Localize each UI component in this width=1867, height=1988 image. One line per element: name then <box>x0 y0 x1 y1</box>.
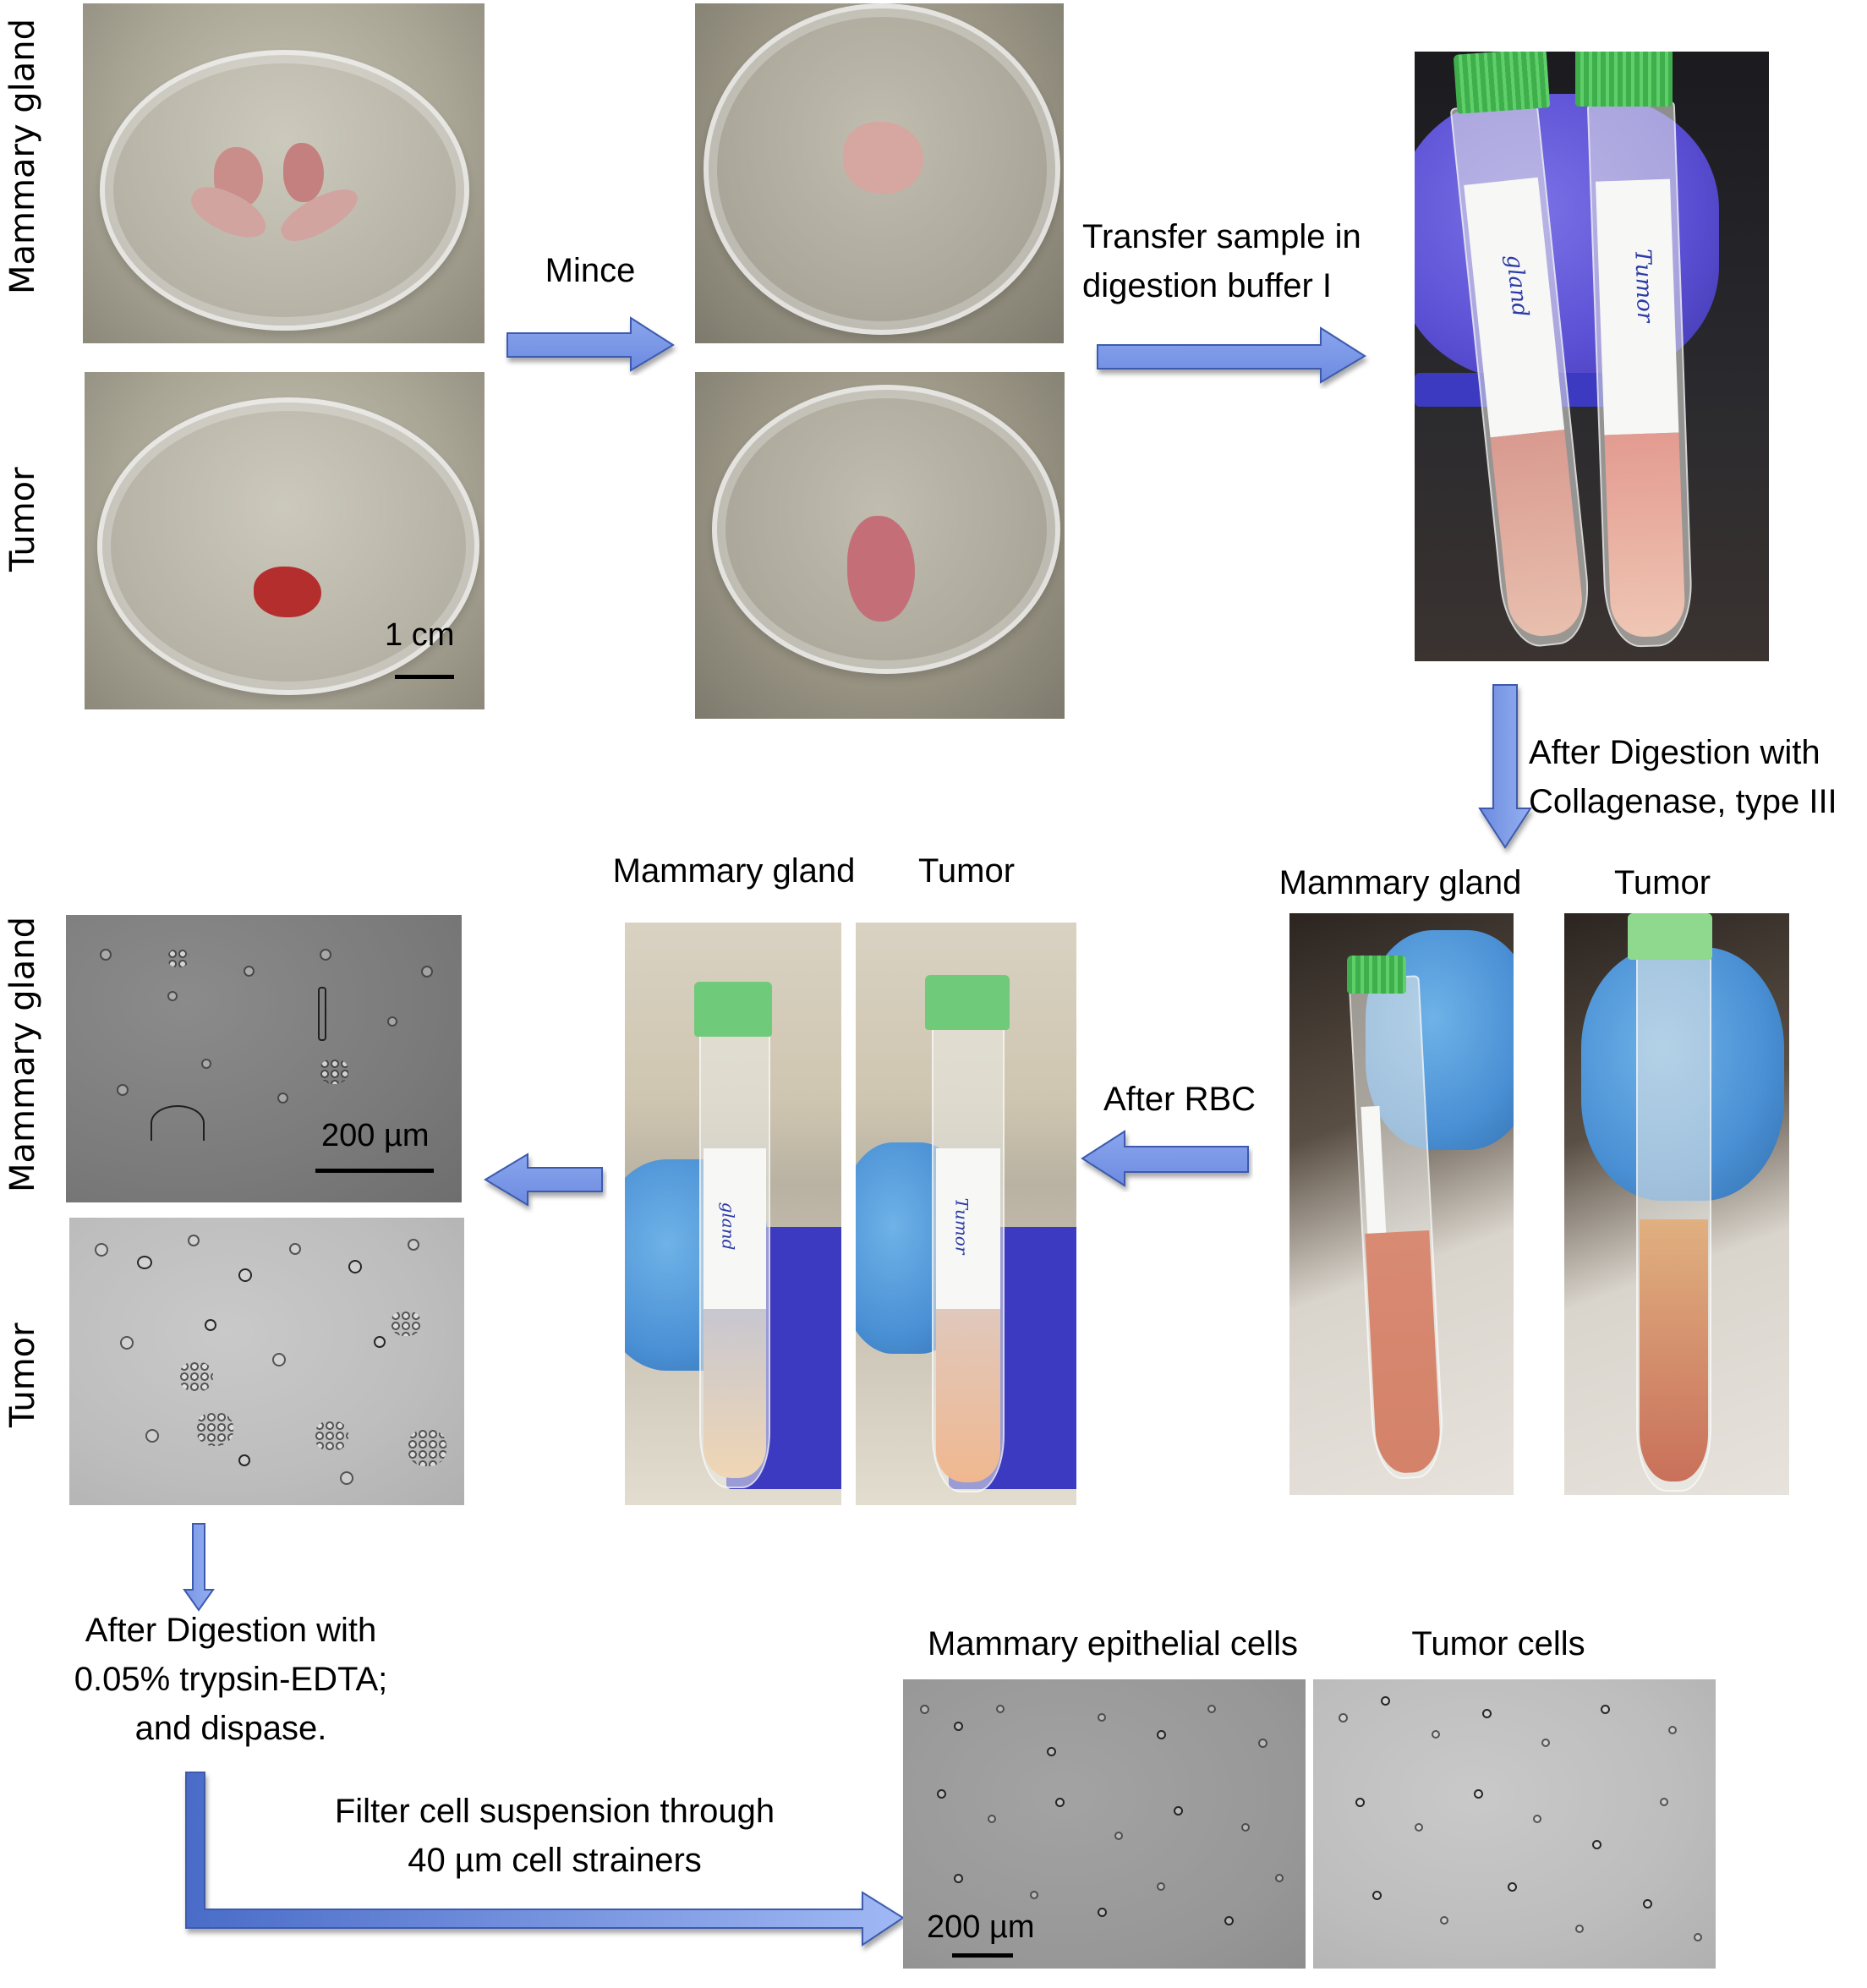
row-label-mammary-gland: Mammary gland <box>3 18 42 294</box>
tube-handwriting: Tumor <box>1629 248 1658 323</box>
step-label-transfer-2: digestion buffer I <box>1082 267 1333 304</box>
step-label-trypsin-2: 0.05% trypsin-EDTA; <box>74 1661 388 1698</box>
elbow-arrow-icon <box>185 1772 905 1947</box>
row-label-micro-mammary-gland: Mammary gland <box>3 916 42 1192</box>
micrograph-tumor-cells <box>1313 1679 1716 1969</box>
scale-bar <box>952 1953 1013 1958</box>
petri-dish <box>100 50 469 331</box>
panel-label-digest-tumor: Tumor <box>1613 864 1711 901</box>
step-label-collagenase: After Digestion with <box>1529 734 1820 771</box>
photo-rbc-tumor-tube: Tumor <box>856 923 1076 1505</box>
arrow-down-icon <box>183 1523 215 1612</box>
photo-tumor-whole: 1 cm <box>85 372 485 709</box>
step-label-trypsin-3: and dispase. <box>134 1710 327 1747</box>
step-label-trypsin: After Digestion with <box>85 1612 377 1649</box>
panel-label-final-mammary: Mammary epithelial cells <box>928 1625 1298 1662</box>
tube-handwriting: gland <box>718 1202 739 1251</box>
panel-label-rbc-mammary: Mammary gland <box>612 852 856 890</box>
photo-mammary-gland-minced <box>695 3 1064 343</box>
scale-bar <box>395 675 454 679</box>
scale-bar <box>315 1169 434 1173</box>
scale-bar-label: 200 µm <box>927 1909 1035 1945</box>
green-cap <box>925 975 1010 1030</box>
photo-digested-mammary-tube <box>1289 913 1514 1495</box>
panel-label-rbc-tumor: Tumor <box>917 852 1016 890</box>
micrograph-mammary-epithelial-cells: 200 µm <box>903 1679 1306 1969</box>
tube-tumor: Tumor <box>932 1016 1005 1492</box>
green-cap <box>1628 913 1712 960</box>
minced-mammary-tissue <box>843 122 923 194</box>
photo-digested-tumor-tube <box>1564 913 1789 1495</box>
green-cap <box>1575 52 1673 107</box>
micrograph-tumor-digest <box>69 1218 464 1505</box>
green-cap <box>1453 52 1551 114</box>
photo-mammary-gland-whole <box>83 3 485 343</box>
green-cap <box>1347 956 1406 994</box>
photo-tubes-digestion-buffer: gland Tumor <box>1415 52 1769 661</box>
step-label-filter: Filter cell suspension through <box>334 1793 775 1830</box>
arrow-down-icon <box>1478 684 1532 849</box>
minced-tumor-tissue <box>847 516 915 622</box>
mammary-tissue <box>283 143 324 202</box>
scale-bar-label: 200 µm <box>321 1118 430 1153</box>
step-label-after-rbc: After RBC <box>1103 1081 1257 1118</box>
step-label-transfer: Transfer sample in <box>1082 218 1361 255</box>
step-label-collagenase-2: Collagenase, type III <box>1529 783 1837 820</box>
tube-gland: gland <box>699 1020 770 1488</box>
petri-dish <box>97 397 479 695</box>
panel-label-digest-mammary: Mammary gland <box>1278 864 1522 901</box>
scale-bar-label: 1 cm <box>385 617 455 653</box>
arrow-left-icon <box>484 1153 603 1207</box>
graduated-tube <box>1636 956 1711 1492</box>
arrow-right-icon <box>506 316 675 372</box>
tube-handwriting: Tumor <box>951 1197 972 1255</box>
panel-label-final-tumor: Tumor cells <box>1411 1625 1585 1662</box>
row-label-tumor: Tumor <box>3 467 42 572</box>
arrow-left-icon <box>1081 1130 1249 1187</box>
arrow-right-icon <box>1097 326 1366 384</box>
photo-tumor-minced <box>695 372 1065 719</box>
step-label-filter-2: 40 µm cell strainers <box>408 1842 702 1879</box>
step-label-mince: Mince <box>545 252 636 289</box>
photo-rbc-mammary-tube: gland <box>625 923 841 1505</box>
micrograph-mammary-gland-digest: 200 µm <box>66 915 462 1202</box>
tumor-tissue <box>254 567 321 617</box>
green-cap <box>694 982 772 1037</box>
row-label-micro-tumor: Tumor <box>3 1323 42 1427</box>
